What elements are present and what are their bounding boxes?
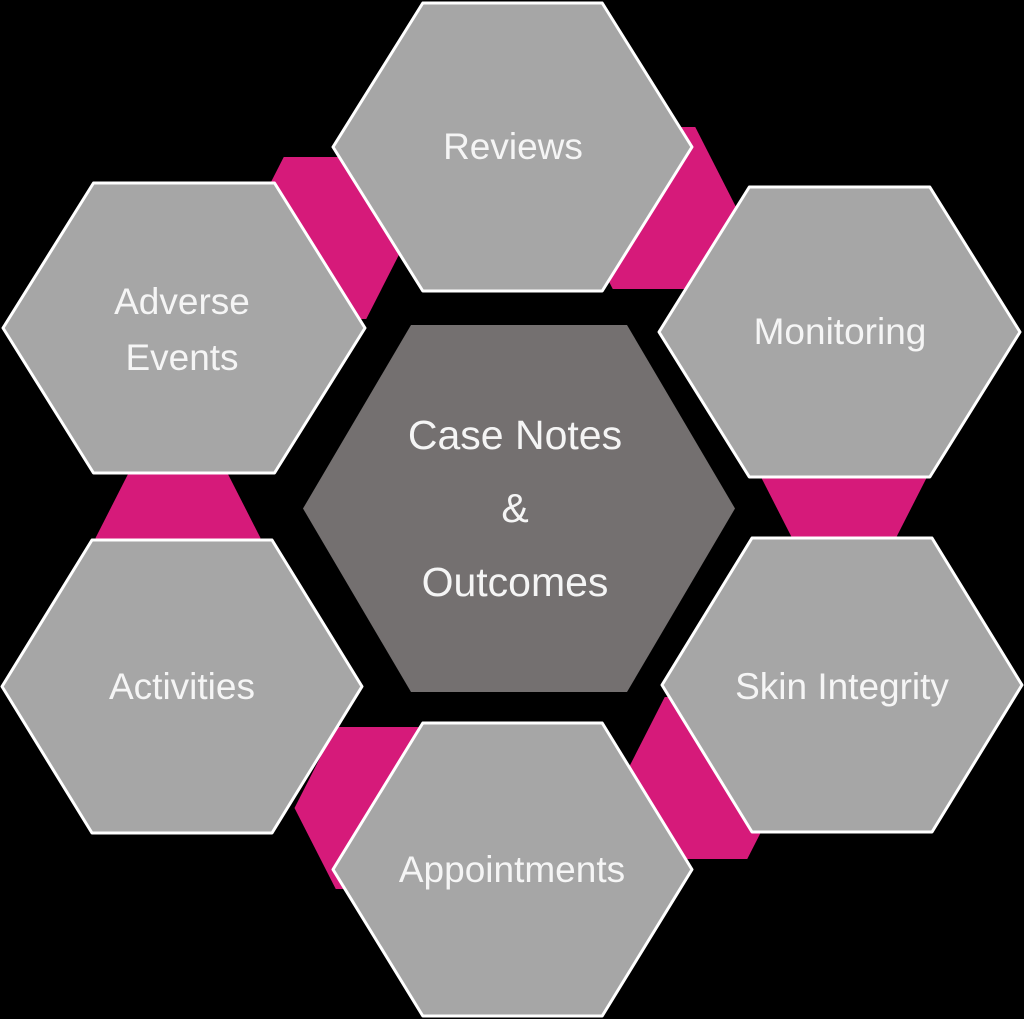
hexagon-activities [0, 538, 364, 835]
hexagon-appointments [331, 721, 694, 1018]
center-label-line1: Case Notes [408, 412, 622, 458]
reviews-label: Reviews [443, 126, 583, 167]
hexagon-case-notes-outcomes [303, 325, 735, 692]
center-label-line3: Outcomes [422, 559, 609, 605]
skin-integrity-label: Skin Integrity [735, 666, 949, 707]
hexagon-adverse-events [1, 181, 367, 475]
hexagon-reviews [331, 1, 694, 293]
adverse-events-label-line1: Adverse [114, 281, 250, 322]
monitoring-label: Monitoring [754, 311, 927, 352]
adverse-events-label-line2: Events [125, 337, 238, 378]
activities-label: Activities [109, 666, 255, 707]
appointments-label: Appointments [399, 849, 625, 890]
hexagon-monitoring [657, 185, 1022, 479]
center-label-line2: & [501, 485, 528, 531]
hexagon-skin-integrity [660, 536, 1024, 834]
